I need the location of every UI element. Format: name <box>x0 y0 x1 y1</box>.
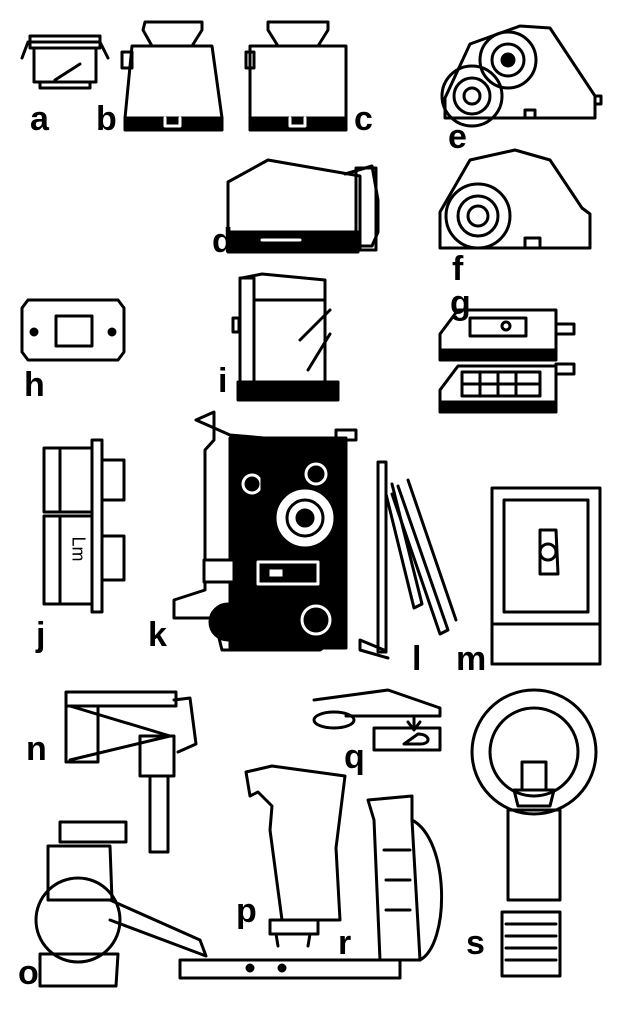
part-h-drawing <box>22 300 124 360</box>
label-s: s <box>466 924 485 962</box>
label-m: m <box>456 640 487 678</box>
part-d-drawing <box>228 160 378 252</box>
label-i: i <box>218 362 228 400</box>
part-e-drawing <box>442 26 601 126</box>
label-n: n <box>26 730 47 768</box>
label-h: h <box>24 366 45 404</box>
label-e: e <box>448 118 467 156</box>
label-r: r <box>338 924 352 962</box>
label-q: q <box>344 738 365 776</box>
part-b-drawing <box>122 22 222 130</box>
part-r-drawing <box>180 796 442 978</box>
label-b: b <box>96 100 117 138</box>
label-c: c <box>354 100 373 138</box>
part-k-drawing <box>174 412 356 650</box>
part-i-drawing <box>233 274 338 400</box>
label-k: k <box>148 616 167 654</box>
part-p-drawing <box>246 766 345 946</box>
label-o: o <box>18 954 39 992</box>
label-g: g <box>450 284 471 322</box>
part-s-drawing <box>472 690 596 976</box>
part-j-print: Lm <box>68 536 89 562</box>
part-o-drawing <box>36 822 206 986</box>
part-n-drawing <box>66 692 196 852</box>
part-q-drawing <box>314 690 440 750</box>
label-j: j <box>36 616 46 654</box>
part-j-drawing <box>44 440 124 612</box>
label-p: p <box>236 892 257 930</box>
label-f: f <box>452 250 464 288</box>
label-d: d <box>212 222 233 260</box>
part-f-drawing <box>440 150 590 248</box>
part-g-drawing <box>440 310 574 412</box>
part-m-drawing <box>492 488 600 664</box>
part-a-drawing <box>22 36 108 88</box>
label-l: l <box>412 640 422 678</box>
part-l-drawing <box>360 462 456 658</box>
label-a: a <box>30 100 49 138</box>
part-c-drawing <box>246 22 346 130</box>
